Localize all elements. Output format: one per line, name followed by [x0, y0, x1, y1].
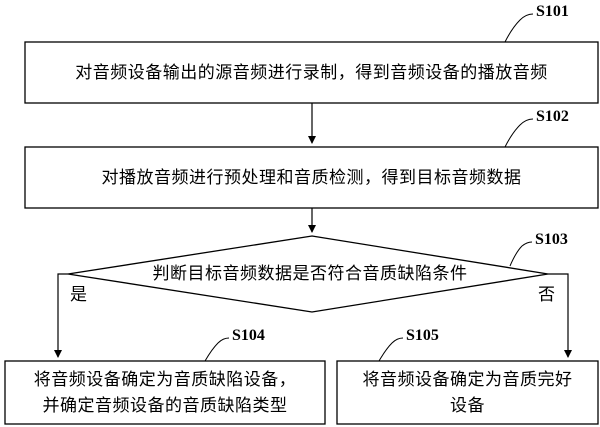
arrow-no-branch [548, 273, 572, 358]
arrow-yes-branch [54, 273, 68, 358]
s105-text-line1: 将音频设备确定为音质完好 [362, 369, 573, 390]
s101-text: 对音频设备输出的源音频进行录制，得到音频设备的播放音频 [75, 62, 548, 83]
s104-box [4, 360, 326, 425]
s105-box [336, 360, 599, 425]
s104-text: 将音频设备确定为音质缺陷设备， 并确定音频设备的音质缺陷类型 [6, 362, 324, 423]
s105-leader [378, 337, 404, 362]
s104-text-line2: 并确定音频设备的音质缺陷类型 [42, 395, 288, 416]
s101-label: S101 [536, 3, 569, 20]
s105-label: S105 [406, 327, 439, 344]
s103-text: 判断目标音频数据是否符合音质缺陷条件 [152, 264, 468, 284]
s104-text-line1: 将音频设备确定为音质缺陷设备， [33, 369, 297, 390]
s104-label: S104 [232, 327, 265, 344]
s105-text-line2: 设备 [450, 395, 485, 416]
branch-yes-label: 是 [70, 285, 87, 305]
s103-diamond [67, 235, 549, 313]
s105-text: 将音频设备确定为音质完好 设备 [338, 362, 597, 423]
branch-no-label: 否 [538, 285, 555, 305]
s103-label: S103 [535, 231, 568, 248]
s102-label: S102 [536, 108, 569, 125]
s103-leader [509, 241, 533, 267]
s104-leader [204, 337, 230, 362]
s102-leader [504, 118, 534, 148]
s102-text: 对播放音频进行预处理和音质检测，得到目标音频数据 [101, 167, 522, 188]
s101-leader [504, 13, 534, 43]
